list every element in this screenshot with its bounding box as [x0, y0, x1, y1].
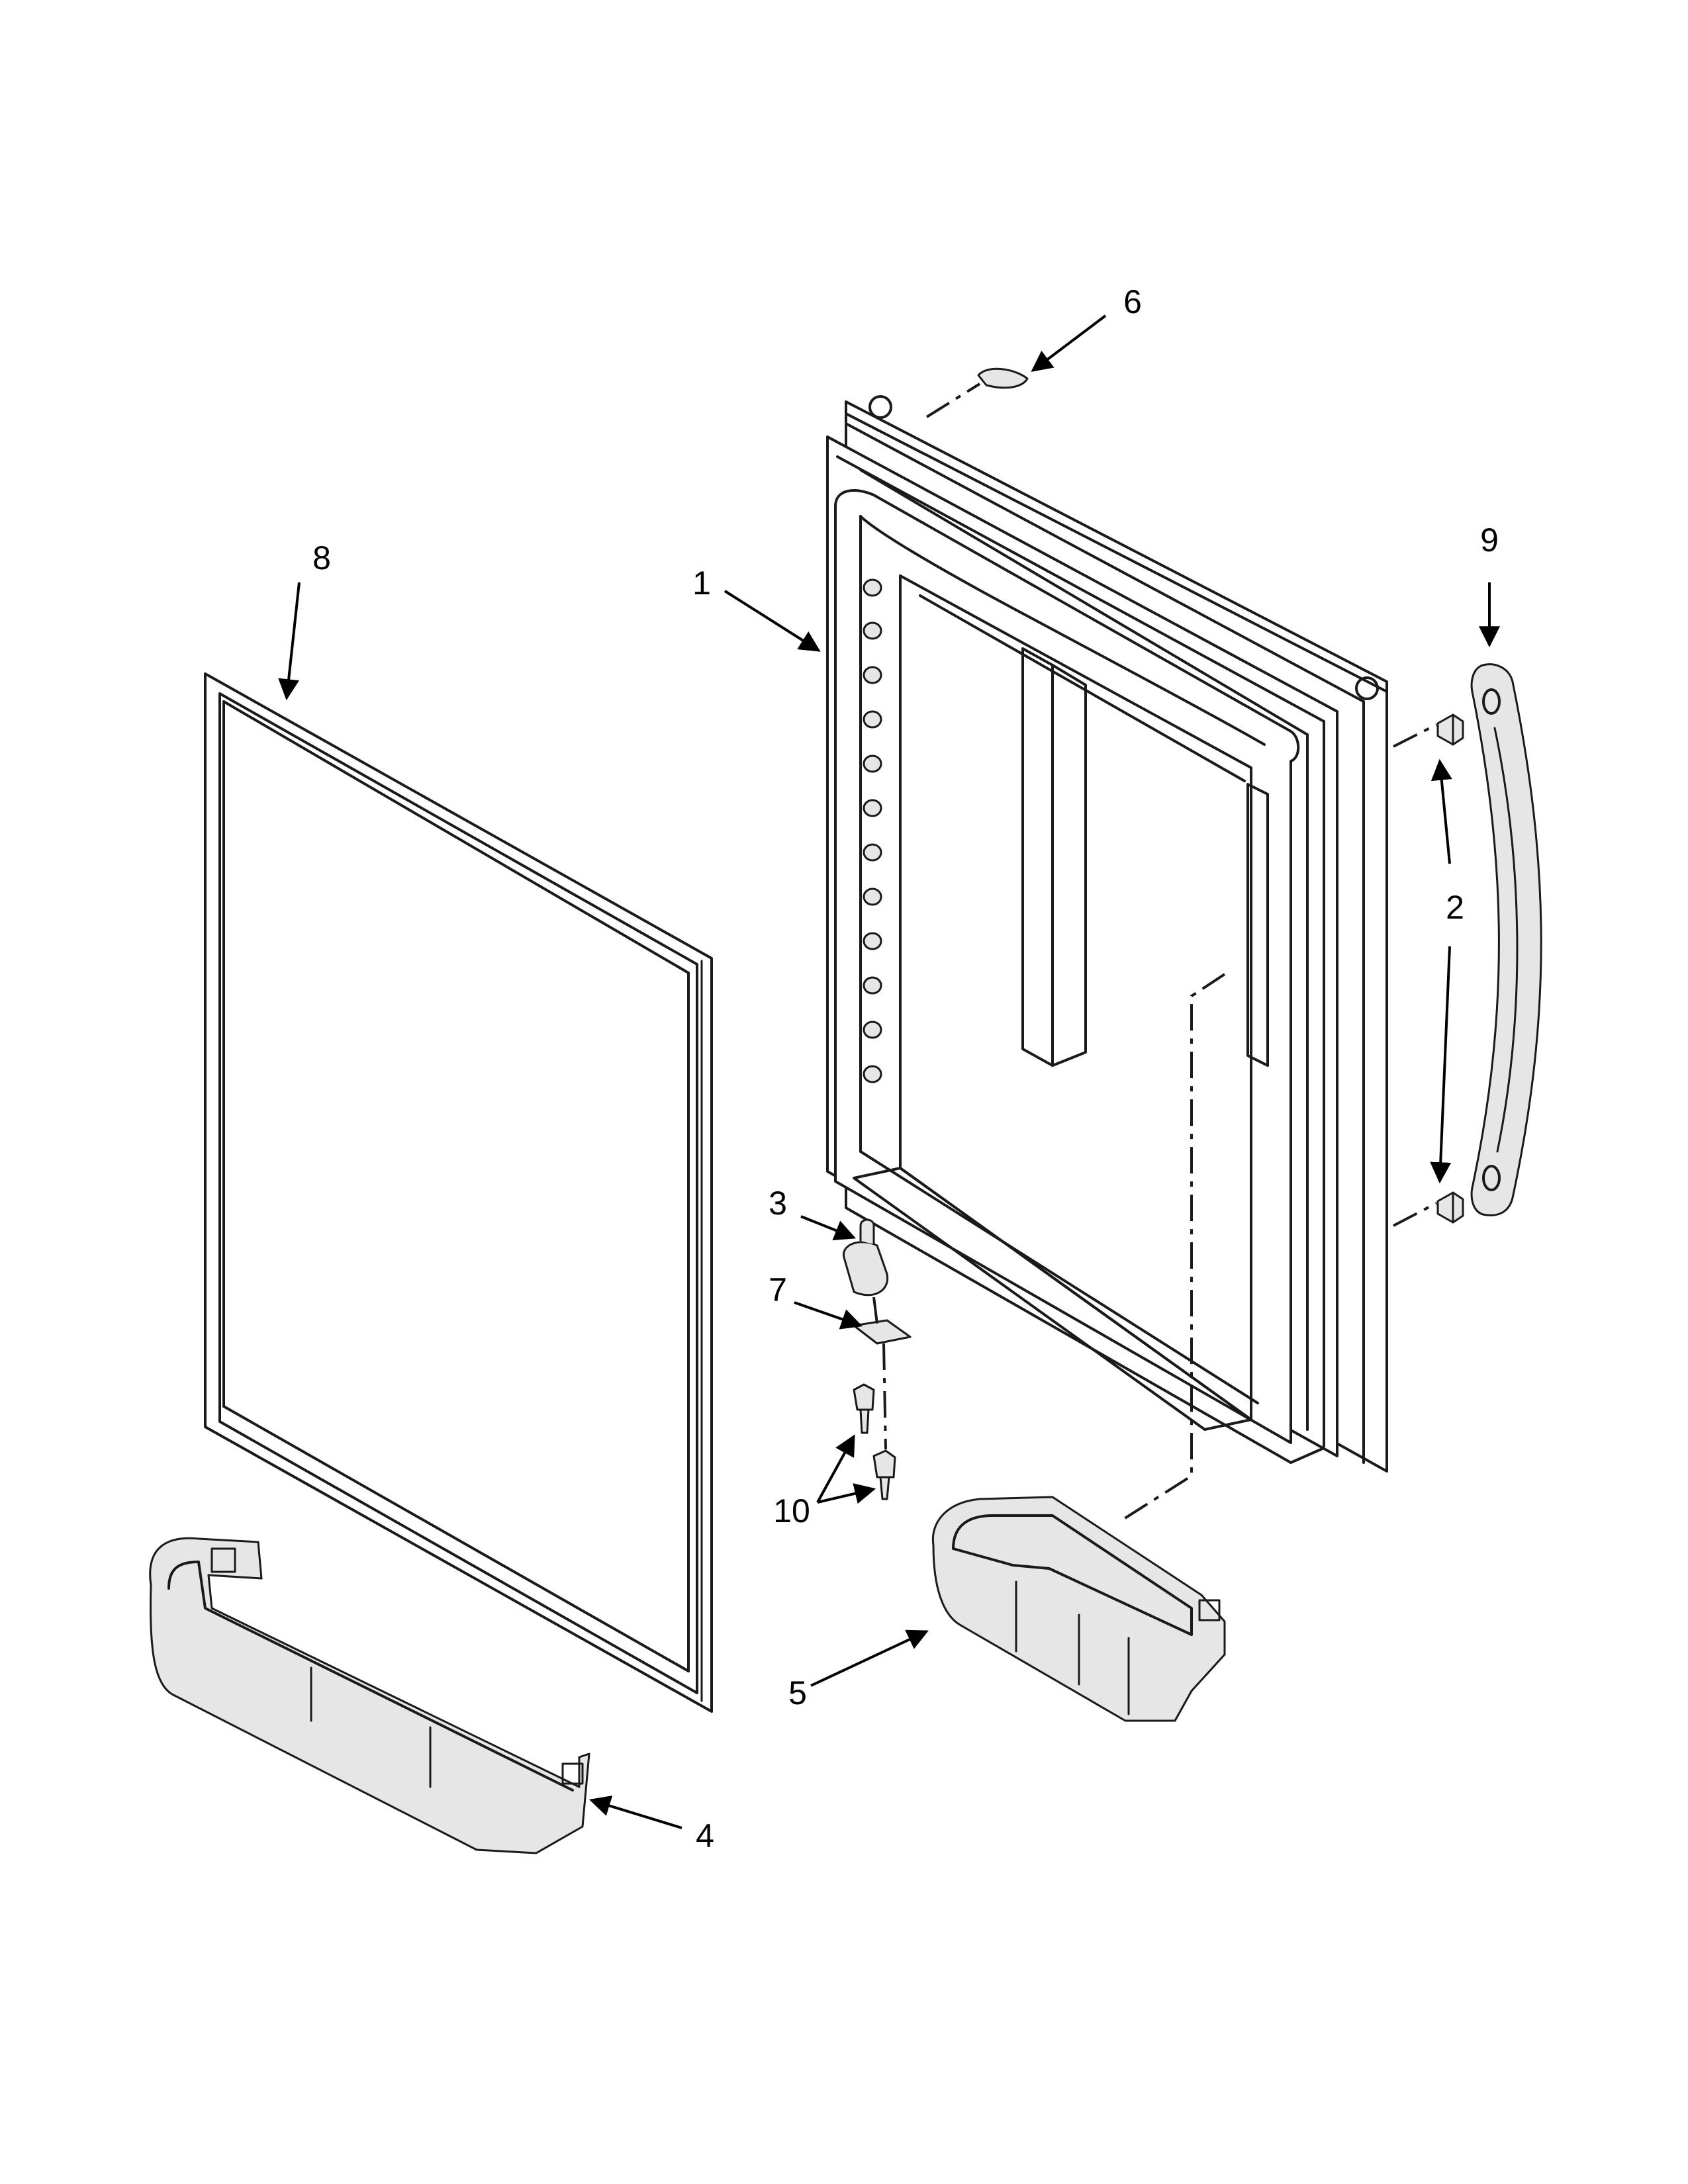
stud-lower-part-2	[1436, 1191, 1464, 1224]
liner-dimples	[863, 578, 882, 1083]
callout-7: 7	[769, 1271, 787, 1308]
door-panel-part-8	[204, 672, 713, 1713]
clip-part-6	[977, 367, 1029, 389]
callout-2: 2	[1446, 889, 1464, 926]
bin-alignment-line	[1117, 973, 1226, 1524]
stud-lower-alignment-line	[1393, 1202, 1437, 1227]
leader-lines	[278, 314, 1500, 1829]
callout-8: 8	[312, 539, 331, 576]
screw-upper-part-10	[853, 1383, 875, 1434]
door-liner-part-1	[826, 395, 1388, 1473]
bin-support-part-3	[843, 1218, 889, 1297]
callout-5: 5	[788, 1674, 807, 1711]
door-bin-part-5	[931, 1496, 1226, 1722]
stud-upper-alignment-line	[1393, 723, 1437, 748]
screw-lower-part-10	[872, 1449, 896, 1500]
callout-6: 6	[1123, 283, 1142, 320]
stud-upper-part-2	[1436, 713, 1464, 746]
hinge-alignment-line	[872, 1297, 887, 1450]
door-bin-bar-part-4	[149, 1537, 590, 1854]
callout-1: 1	[692, 565, 711, 602]
shim-part-7	[853, 1319, 912, 1345]
handle-part-9	[1470, 663, 1542, 1216]
callout-3: 3	[769, 1185, 787, 1222]
callout-9: 9	[1480, 522, 1499, 559]
callout-4: 4	[696, 1817, 714, 1854]
callout-10: 10	[773, 1492, 810, 1529]
clip-alignment-line	[925, 383, 981, 418]
